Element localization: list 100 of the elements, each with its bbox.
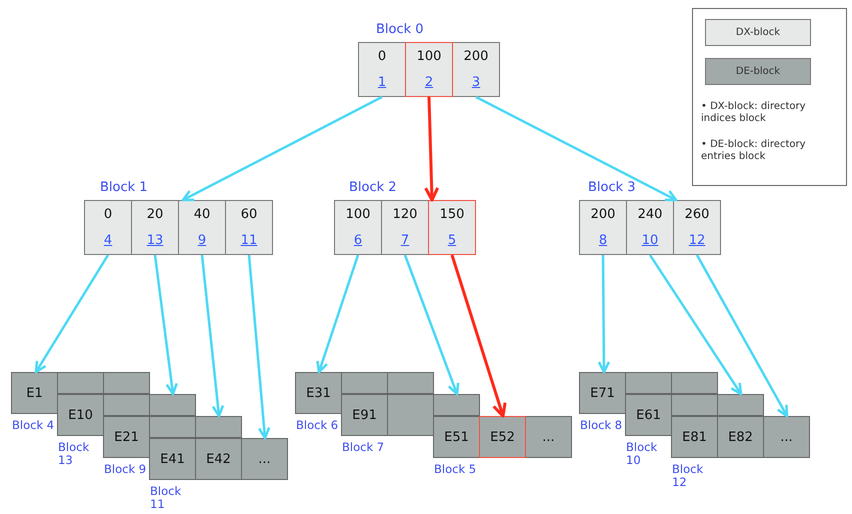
- arrow: [248, 254, 270, 440]
- entry-cell: [57, 372, 104, 394]
- block-link: 3: [472, 75, 480, 90]
- hash-value: 0: [104, 206, 112, 222]
- index-cell: [405, 42, 453, 97]
- hash-value: 200: [590, 206, 616, 222]
- arrow: [154, 254, 178, 396]
- block-label: Block 1: [100, 180, 149, 195]
- block-label: Block 10: [626, 441, 658, 467]
- hash-value: 100: [416, 48, 442, 64]
- entry-cell: E1: [11, 372, 58, 414]
- entry-cell: E71: [579, 372, 626, 414]
- block-link: 7: [400, 233, 410, 248]
- entry-cell: E91: [341, 394, 388, 436]
- directory-block: [335, 180, 476, 255]
- arrow: [424, 96, 440, 202]
- entry-cell: E52: [479, 416, 526, 458]
- index-cell: [673, 200, 721, 255]
- legend-note: • DE-block: directory entries block: [701, 139, 807, 163]
- directory-block: [672, 416, 810, 489]
- entry-cell: E31: [295, 372, 342, 414]
- block-link: 8: [598, 233, 608, 248]
- block-link: 9: [198, 233, 206, 248]
- block-link: 5: [448, 233, 456, 248]
- block-label: Block 3: [588, 180, 637, 195]
- entry-cell: [717, 394, 764, 416]
- index-cell: [225, 200, 273, 255]
- arrow: [696, 254, 788, 418]
- block-link: 11: [240, 233, 258, 248]
- entry-cell: [149, 394, 196, 416]
- hash-value: 120: [392, 206, 418, 222]
- directory-block: [104, 416, 242, 476]
- block-link: 13: [146, 233, 164, 248]
- entry-cell: E10: [57, 394, 104, 436]
- index-cell: [178, 200, 226, 255]
- block-label: Block 8: [580, 419, 624, 432]
- block-link: 12: [688, 233, 706, 248]
- block-label: Block 6: [296, 419, 340, 432]
- block-label: Block 2: [349, 180, 398, 195]
- block-label: Block 12: [672, 463, 704, 489]
- entry-cell: [195, 416, 242, 438]
- entry-cell: [387, 372, 434, 394]
- entry-cell: [625, 372, 672, 394]
- block-label: Block 13: [58, 441, 90, 467]
- directory-block: [150, 438, 288, 511]
- entry-cell: E82: [717, 416, 764, 458]
- directory-block: [359, 22, 500, 97]
- directory-block: [296, 372, 434, 432]
- directory-block: [342, 394, 480, 454]
- arrow: [404, 254, 460, 396]
- index-cell: [131, 200, 179, 255]
- entry-cell: [103, 394, 150, 416]
- block-label: Block 7: [342, 441, 386, 454]
- arrow: [648, 254, 742, 396]
- hash-value: 100: [346, 206, 370, 222]
- legend-swatch: DX-block: [705, 19, 811, 46]
- hash-value: 200: [464, 48, 488, 64]
- block-label: Block 11: [150, 485, 182, 511]
- block-label: Block 5: [434, 463, 478, 476]
- index-cell: [428, 200, 476, 255]
- directory-block: [580, 180, 721, 255]
- index-cell: [358, 42, 406, 97]
- legend-swatch: DE-block: [705, 58, 811, 85]
- arrow: [316, 254, 360, 374]
- arrow: [200, 254, 224, 418]
- entry-cell: ...: [525, 416, 572, 458]
- hash-value: 40: [194, 206, 210, 222]
- entry-cell: E41: [149, 438, 196, 480]
- entry-cell: ...: [763, 416, 810, 458]
- index-cell: [84, 200, 132, 255]
- entry-cell: E61: [625, 394, 672, 436]
- entry-cell: [671, 372, 718, 394]
- index-cell: [626, 200, 674, 255]
- index-cell: [452, 42, 500, 97]
- entry-cell: [671, 394, 718, 416]
- directory-block: [85, 180, 273, 255]
- hash-value: 0: [378, 48, 386, 64]
- block-label: Block 9: [104, 463, 148, 476]
- block-link: 2: [424, 75, 434, 90]
- arrow: [450, 254, 507, 418]
- hash-value: 20: [146, 206, 164, 222]
- entry-cell: E21: [103, 416, 150, 458]
- directory-block: [12, 372, 150, 432]
- entry-cell: E81: [671, 416, 718, 458]
- entry-cell: [387, 394, 434, 436]
- hash-value: 260: [684, 206, 710, 222]
- entry-cell: [341, 372, 388, 394]
- entry-cell: E51: [433, 416, 480, 458]
- entry-cell: [149, 416, 196, 438]
- index-cell: [381, 200, 429, 255]
- directory-block: [434, 416, 572, 476]
- arrow: [475, 96, 678, 202]
- entry-cell: [433, 394, 480, 416]
- block-link: 6: [354, 233, 362, 248]
- block-link: 10: [642, 233, 658, 248]
- arrow: [34, 254, 110, 374]
- index-cell: [334, 200, 382, 255]
- hash-value: 240: [638, 206, 662, 222]
- entry-cell: E42: [195, 438, 242, 480]
- index-cell: [579, 200, 627, 255]
